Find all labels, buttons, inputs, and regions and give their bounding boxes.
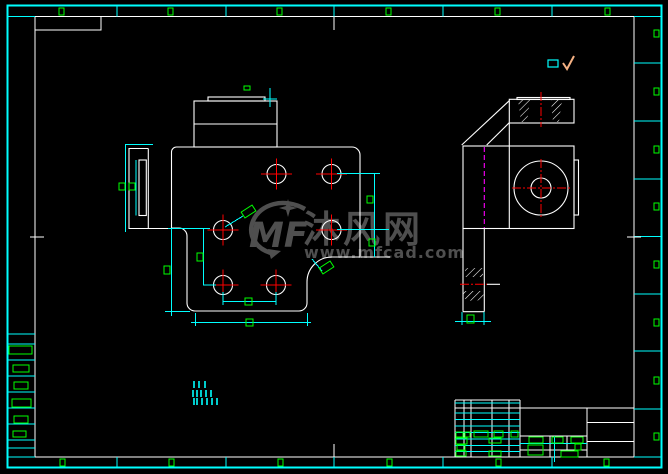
side-tab — [573, 159, 580, 216]
text-placeholder — [168, 458, 175, 467]
text-placeholder — [653, 260, 660, 269]
margin-table-text — [8, 345, 33, 438]
text-placeholder — [455, 431, 464, 438]
text-placeholder — [163, 265, 171, 275]
text-placeholder — [58, 7, 65, 16]
text-placeholder — [244, 297, 253, 306]
text-placeholder — [8, 345, 33, 355]
text-placeholder — [12, 364, 30, 373]
dimension-text — [118, 85, 475, 327]
zone-strip-lines — [8, 6, 661, 467]
text-placeholder — [128, 182, 136, 191]
text-placeholder — [603, 458, 610, 467]
text-placeholder — [653, 376, 660, 385]
watermark-logo-text: MF — [249, 216, 308, 256]
text-placeholder — [495, 458, 502, 467]
body-outline — [462, 145, 575, 230]
zone-labels-bottom — [59, 458, 610, 467]
text-placeholder — [653, 318, 660, 327]
slope-edge-outer — [461, 100, 510, 146]
text-placeholder — [528, 436, 544, 444]
text-placeholder — [368, 238, 376, 247]
drawing-frame — [6, 4, 663, 469]
text-placeholder — [653, 432, 660, 441]
text-placeholder — [385, 7, 392, 16]
text-placeholder — [653, 29, 660, 38]
text-placeholder — [245, 318, 254, 327]
text-placeholder — [488, 437, 502, 444]
text-placeholder — [456, 444, 466, 451]
text-placeholder — [510, 430, 519, 438]
text-placeholder — [243, 85, 251, 91]
margin-table-lines — [8, 333, 35, 449]
plan-view — [128, 96, 361, 312]
text-placeholder — [527, 444, 544, 456]
text-placeholder — [653, 202, 660, 211]
text-placeholder — [493, 430, 504, 438]
dimensions — [125, 88, 491, 326]
text-placeholder — [318, 260, 335, 275]
text-placeholder — [570, 436, 584, 444]
title-block-text — [455, 430, 584, 458]
text-placeholder — [488, 450, 502, 457]
notes-text-ticks — [192, 381, 218, 405]
center-marks — [30, 16, 641, 457]
text-placeholder — [386, 458, 393, 467]
text-placeholder — [276, 7, 283, 16]
left-lug-slot — [138, 159, 147, 217]
text-placeholder — [11, 398, 32, 408]
zone-labels-right — [653, 29, 660, 441]
outer-border — [6, 4, 663, 469]
text-placeholder — [455, 437, 468, 445]
text-placeholder — [13, 381, 29, 390]
text-placeholder — [653, 145, 660, 154]
surface-finish-check-icon — [562, 55, 575, 71]
title-block-cyan-lines — [455, 402, 587, 462]
tolerance-box-icon — [547, 59, 559, 68]
leader-line-holes — [224, 215, 244, 228]
text-placeholder — [366, 195, 374, 204]
text-placeholder — [653, 87, 660, 96]
zone-labels-top — [58, 7, 611, 16]
text-placeholder — [196, 252, 204, 262]
text-placeholder — [13, 415, 29, 424]
text-placeholder — [464, 431, 471, 438]
slope-edge-inner — [486, 122, 510, 146]
text-placeholder — [455, 450, 467, 457]
text-placeholder — [167, 7, 174, 16]
section-hatching — [463, 100, 562, 301]
boss-lip — [207, 96, 266, 102]
frame-corner-box — [34, 16, 102, 31]
side-view — [361, 92, 580, 313]
text-placeholder — [604, 7, 611, 16]
annotation-symbols — [547, 55, 575, 71]
text-placeholder — [118, 182, 126, 191]
text-placeholder — [473, 430, 489, 438]
text-placeholder — [59, 458, 66, 467]
text-placeholder — [551, 436, 564, 444]
watermark: MF 沐风网 www.mfcad.com — [249, 199, 465, 262]
leader-line-fillet — [311, 258, 323, 272]
text-placeholder — [466, 314, 475, 324]
text-placeholder — [277, 458, 284, 467]
title-block-white-lines — [454, 399, 634, 457]
text-placeholder — [12, 430, 27, 438]
cap-block — [508, 98, 575, 124]
text-placeholder — [240, 204, 257, 219]
text-placeholder — [574, 443, 582, 451]
text-placeholder — [560, 450, 579, 458]
section-centerlines — [460, 92, 570, 285]
watermark-url-text: www.mfcad.com — [304, 243, 465, 262]
watermark-logo-star-icon — [279, 199, 297, 217]
text-placeholder — [494, 7, 501, 16]
watermark-logo-drop-icon — [268, 249, 281, 259]
